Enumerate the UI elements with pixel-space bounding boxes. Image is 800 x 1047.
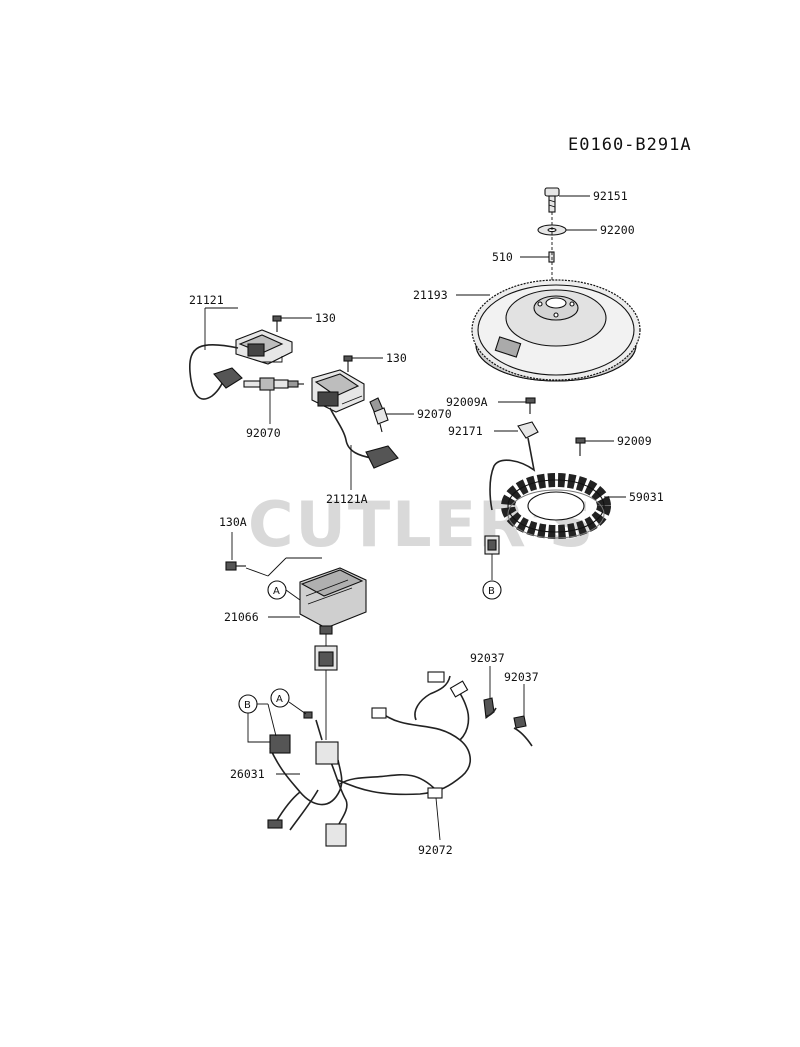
harness-connector-top-3	[371, 707, 387, 719]
harness-connector-top-2	[449, 680, 469, 698]
label-130-mid: 130	[386, 351, 407, 365]
screw-92009A	[525, 397, 536, 414]
stator-connector	[484, 535, 500, 555]
label-26031: 26031	[230, 767, 265, 781]
clip-92037-a	[483, 697, 497, 720]
harness-connector-stator	[269, 734, 291, 754]
diagram-code: E0160-B291A	[568, 135, 692, 155]
label-59031: 59031	[629, 490, 664, 504]
label-130-top: 130	[315, 311, 336, 325]
label-92037-b: 92037	[504, 670, 539, 684]
label-92037-a: 92037	[470, 651, 505, 665]
label-92070-left: 92070	[246, 426, 281, 440]
harness-connector-top-1	[427, 671, 445, 683]
label-92070-right: 92070	[417, 407, 452, 421]
label-92200: 92200	[600, 223, 635, 237]
plug-cap-left	[213, 367, 243, 389]
regulator-connector	[314, 645, 338, 671]
wire-harness-26031	[269, 675, 471, 831]
spark-plug-left	[243, 377, 304, 391]
ignition-coil-21121A	[311, 369, 365, 413]
callout-a-harness: A	[276, 694, 283, 705]
ignition-coil-21121	[235, 329, 293, 365]
screw-92009	[575, 437, 586, 456]
label-21193: 21193	[413, 288, 448, 302]
bolt-92151	[544, 187, 560, 213]
label-92009: 92009	[617, 434, 652, 448]
harness-connector-main	[315, 741, 339, 765]
label-130A: 130A	[219, 515, 247, 529]
screw-130-mid	[343, 355, 353, 372]
label-92072: 92072	[418, 843, 453, 857]
screw-130-top	[272, 315, 282, 332]
harness-terminal-a	[303, 711, 313, 719]
label-510: 510	[492, 250, 513, 264]
clip-92037-b	[513, 715, 533, 747]
harness-connector-bottom	[325, 823, 347, 847]
flywheel-21193	[471, 279, 641, 382]
spark-plug-right	[369, 397, 389, 433]
label-21121: 21121	[189, 293, 224, 307]
label-92171: 92171	[448, 424, 483, 438]
harness-terminal-left	[267, 819, 283, 829]
key-510	[548, 251, 555, 263]
regulator-21066	[299, 567, 367, 635]
harness-connector-mid	[427, 787, 443, 799]
label-21066: 21066	[224, 610, 259, 624]
label-21121A: 21121A	[326, 492, 368, 506]
label-92151: 92151	[593, 189, 628, 203]
callout-b-harness: B	[244, 700, 251, 711]
plug-cap-right	[365, 445, 399, 469]
label-92009A: 92009A	[446, 395, 488, 409]
clamp-92171	[517, 421, 539, 439]
stator-59031	[501, 473, 611, 539]
bolt-130A	[225, 561, 246, 571]
callout-b-stator: B	[488, 586, 495, 597]
callout-a-regulator: A	[273, 586, 280, 597]
